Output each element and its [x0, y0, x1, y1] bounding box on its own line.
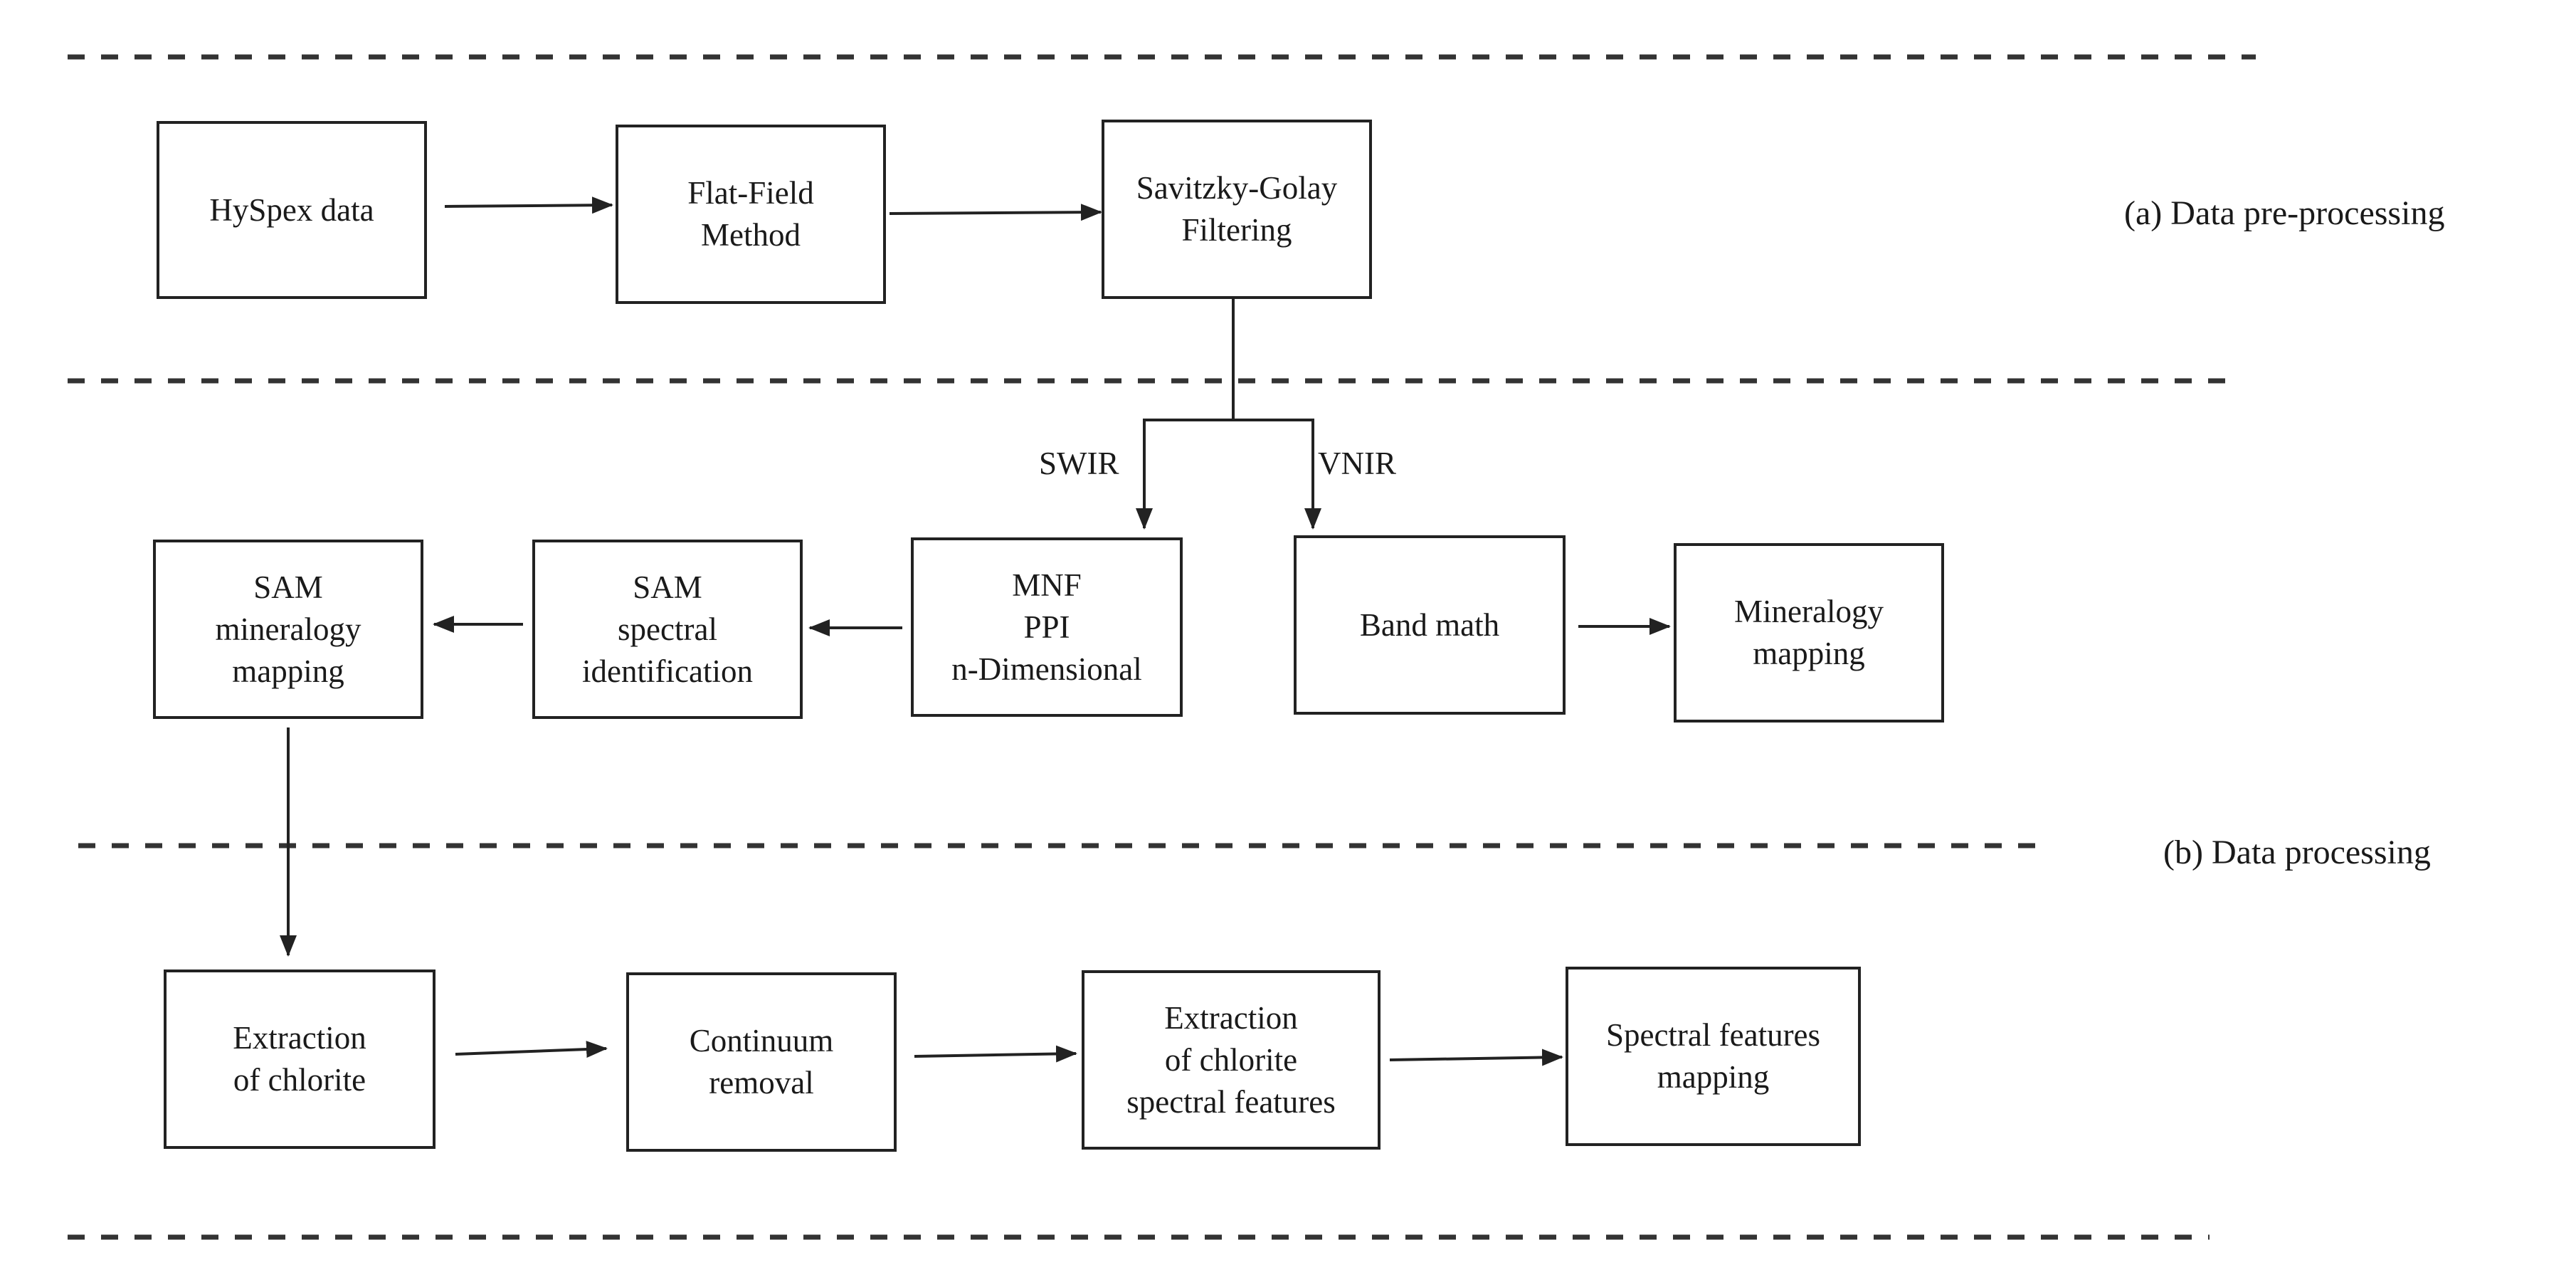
node-line: Mineralogy — [1734, 594, 1884, 629]
node-extraction-of-chlorite: Extraction of chlorite — [164, 970, 436, 1149]
arrow-hyspex-to-flatfield — [444, 196, 613, 214]
node-hyspex-data: HySpex data — [157, 121, 427, 299]
node-line: removal — [709, 1065, 814, 1100]
node-spectral-features-mapping: Spectral features mapping — [1566, 967, 1861, 1146]
node-line: spectral features — [1126, 1083, 1336, 1120]
node-extraction-of-chlorite-spectral-features: Extraction of chlorite spectral features — [1082, 970, 1381, 1150]
node-line: PPI — [1023, 609, 1070, 645]
node-savitzky-golay-filtering: Savitzky-Golay Filtering — [1102, 120, 1372, 299]
node-line: n-Dimensional — [951, 651, 1142, 687]
node-line: HySpex data — [209, 191, 374, 228]
node-line: Extraction — [1164, 999, 1298, 1036]
node-line: mapping — [232, 653, 344, 689]
node-line: mapping — [1753, 636, 1865, 671]
node-line: of chlorite — [233, 1062, 366, 1098]
arrow-continuum-to-extraction-features — [914, 1045, 1077, 1063]
node-line: mapping — [1657, 1059, 1770, 1095]
branch-label-swir: SWIR — [1039, 446, 1119, 481]
node-continuum-removal: Continuum removal — [626, 972, 897, 1152]
arrow-flatfield-to-savitzky — [889, 204, 1102, 221]
arrow-extraction-to-continuum — [455, 1041, 608, 1058]
node-line: Extraction — [233, 1020, 366, 1056]
node-line: Method — [701, 217, 801, 253]
node-line: mineralogy — [215, 611, 361, 647]
section-label-processing: (b) Data processing — [2163, 834, 2431, 871]
node-flat-field-method: Flat-Field Method — [616, 125, 886, 304]
node-line: Continuum — [689, 1023, 834, 1058]
node-line: SAM — [253, 569, 323, 605]
node-line: Filtering — [1181, 212, 1292, 248]
node-band-math: Band math — [1294, 535, 1566, 715]
section-label-preprocessing: (a) Data pre-processing — [2124, 194, 2445, 232]
node-line: of chlorite — [1164, 1041, 1298, 1078]
branch-label-vnir: VNIR — [1318, 446, 1396, 481]
node-line: Flat-Field — [687, 175, 814, 211]
node-line: Band math — [1359, 606, 1500, 643]
node-mineralogy-mapping: Mineralogy mapping — [1674, 543, 1944, 723]
node-sam-spectral-identification: SAM spectral identification — [532, 540, 803, 719]
node-line: MNF — [1012, 567, 1082, 603]
node-line: Savitzky-Golay — [1136, 170, 1338, 206]
node-sam-mineralogy-mapping: SAM mineralogy mapping — [153, 540, 423, 719]
node-mnf-ppi-n-dimensional: MNF PPI n-Dimensional — [911, 537, 1183, 717]
node-line: spectral — [618, 611, 717, 647]
node-line: identification — [582, 653, 753, 689]
arrow-extraction-features-to-features-mapping — [1389, 1049, 1563, 1066]
node-line: Spectral features — [1605, 1017, 1821, 1053]
node-line: SAM — [633, 569, 702, 605]
